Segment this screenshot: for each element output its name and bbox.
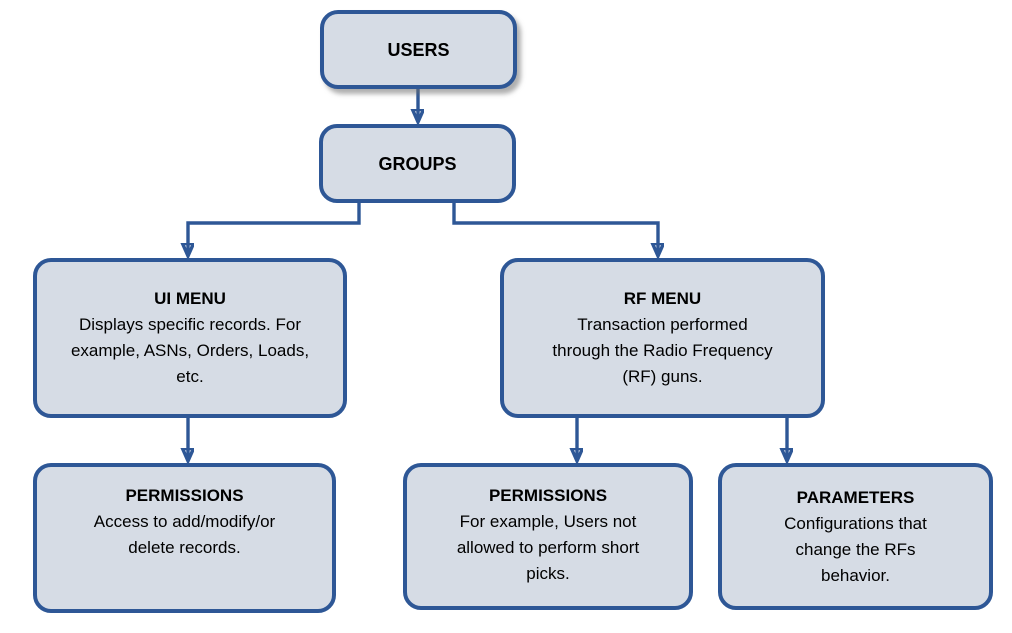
node-rf-menu-body: Transaction performed through the Radio … — [552, 315, 773, 386]
node-ui-menu-title: UI MENU — [154, 289, 226, 308]
node-parameters-body: Configurations that change the RFs behav… — [784, 514, 927, 585]
node-ui-menu-body: Displays specific records. For example, … — [70, 315, 310, 386]
node-groups-title: GROUPS — [378, 153, 457, 174]
node-users: USERS — [320, 10, 517, 89]
node-ui-permissions-title: PERMISSIONS — [125, 486, 244, 505]
node-rf-menu: RF MENU Transaction performed through th… — [500, 258, 825, 418]
node-ui-permissions: PERMISSIONS Access to add/modify/or dele… — [33, 463, 336, 613]
node-parameters-title: PARAMETERS — [796, 488, 915, 507]
node-ui-menu: UI MENU Displays specific records. For e… — [33, 258, 347, 418]
node-rf-permissions-body: For example, Users not allowed to perfor… — [456, 512, 640, 583]
node-rf-permissions: PERMISSIONS For example, Users not allow… — [403, 463, 693, 610]
node-groups: GROUPS — [319, 124, 516, 203]
connector-groups-ui-menu — [188, 203, 361, 253]
node-parameters: PARAMETERS Configurations that change th… — [718, 463, 993, 610]
node-users-title: USERS — [387, 39, 450, 60]
node-ui-permissions-body: Access to add/modify/or delete records. — [93, 512, 276, 557]
node-rf-menu-title: RF MENU — [623, 289, 702, 308]
node-rf-permissions-title: PERMISSIONS — [488, 486, 608, 505]
connector-groups-rf-menu — [452, 203, 658, 253]
